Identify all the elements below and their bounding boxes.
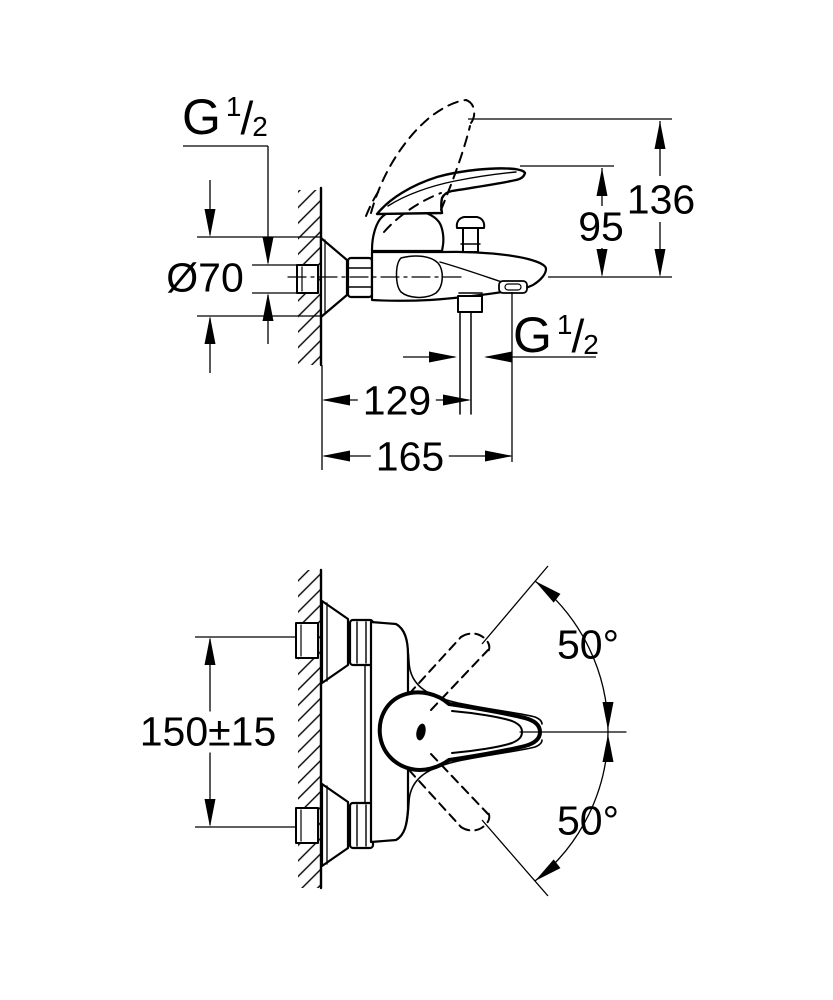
upper-connection-plan [295, 599, 375, 685]
lever-handle-side [375, 167, 527, 216]
dimension-arrowheads [204, 121, 666, 881]
label-angle-50-lower: 50° [556, 797, 620, 844]
label-diameter-70: Ø70 [166, 254, 244, 301]
lever-handle-plan [377, 690, 542, 772]
label-spacing-150: 150±15 [134, 711, 282, 753]
thread-numerator: 1 [556, 309, 573, 340]
diverter-knob-side [455, 216, 486, 253]
shower-outlet-side [457, 292, 483, 415]
thread-denominator: 2 [252, 111, 268, 142]
side-view [287, 99, 548, 415]
thread-slash: / [240, 92, 254, 144]
thread-prefix: G [513, 307, 552, 363]
lower-connection-plan [295, 782, 375, 868]
label-angle-50-upper: 50° [556, 621, 620, 668]
thread-prefix: G [182, 89, 221, 145]
wall-union-side [296, 264, 319, 294]
aerator-side [498, 280, 528, 294]
thread-slash: / [571, 310, 585, 362]
thread-numerator: 1 [225, 91, 242, 122]
label-depth-165: 165 [370, 436, 450, 478]
swung-handle-dashed-upper [408, 632, 491, 711]
plan-view [295, 568, 627, 890]
label-depth-129: 129 [357, 380, 437, 422]
label-height-136: 136 [621, 179, 701, 221]
thread-denominator: 2 [583, 329, 599, 360]
label-height-95: 95 [573, 206, 629, 248]
raised-handle-dashed [365, 99, 476, 233]
swung-handle-dashed-lower [408, 753, 491, 832]
